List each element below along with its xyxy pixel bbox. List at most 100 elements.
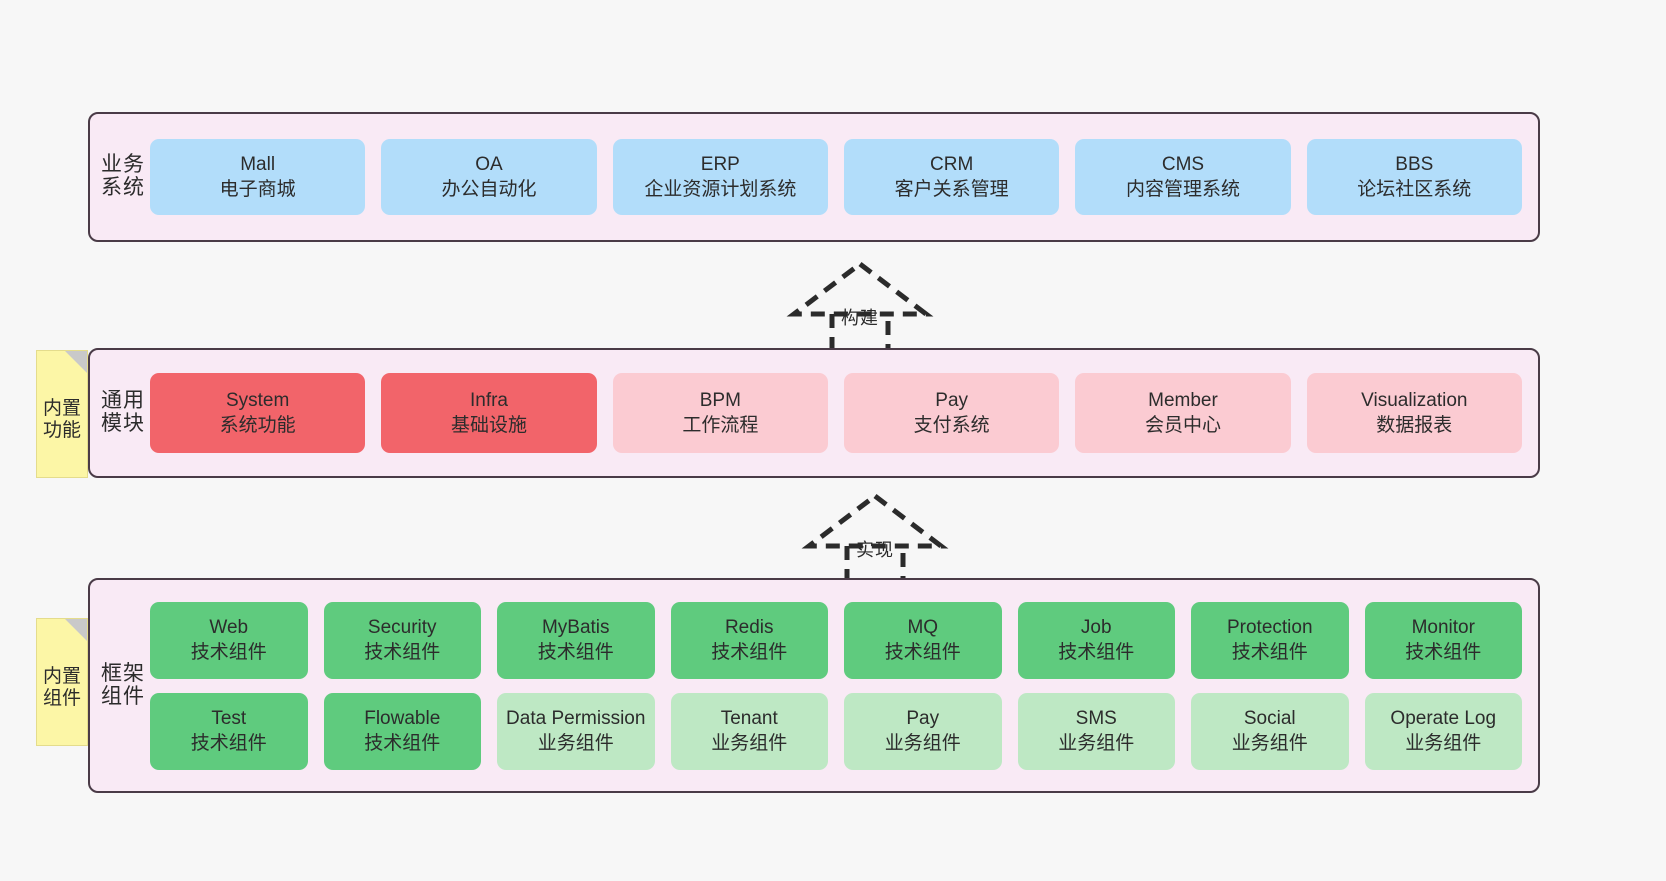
- arrowhead-triangle: [801, 492, 949, 549]
- card-subtitle: 企业资源计划系统: [644, 179, 797, 200]
- card-oa[interactable]: OA 办公自动化: [381, 139, 597, 215]
- card-subtitle: 支付系统: [913, 415, 990, 436]
- card-subtitle: 内容管理系统: [1125, 179, 1240, 200]
- card-subtitle: 技术组件: [1405, 642, 1482, 663]
- card-subtitle: 技术组件: [537, 642, 614, 663]
- card-mq[interactable]: MQ 技术组件: [844, 601, 1002, 679]
- card-row-common: System 系统功能 Infra 基础设施 BPM 工作流程 Pay 支付系统…: [150, 373, 1522, 453]
- card-sms[interactable]: SMS 业务组件: [1017, 692, 1175, 770]
- card-title: BBS: [1395, 153, 1434, 175]
- card-mall[interactable]: Mall 电子商城: [150, 139, 366, 215]
- layer-label-frame: 框架组件: [101, 661, 145, 708]
- card-title: BPM: [699, 389, 741, 411]
- card-row-frame-business: Test 技术组件 Flowable 技术组件 Data Permission …: [150, 692, 1522, 770]
- card-bbs[interactable]: BBS 论坛社区系统: [1306, 139, 1522, 215]
- card-title: Pay: [906, 707, 940, 729]
- sticky-label: 内置组件: [42, 665, 81, 709]
- card-subtitle: 技术组件: [884, 642, 961, 663]
- card-subtitle: 技术组件: [190, 642, 267, 663]
- card-title: Infra: [469, 389, 508, 411]
- layer-body-business: Mall 电子商城 OA 办公自动化 ERP 企业资源计划系统 CRM 客户关系…: [146, 114, 1538, 240]
- card-title: Test: [211, 707, 247, 729]
- card-redis[interactable]: Redis 技术组件: [670, 601, 828, 679]
- layer-framework-components: 框架组件 Web 技术组件 Security 技术组件 MyBatis 技术组件…: [88, 578, 1540, 793]
- card-mybatis[interactable]: MyBatis 技术组件: [497, 601, 655, 679]
- card-title: Protection: [1226, 616, 1313, 638]
- card-web[interactable]: Web 技术组件: [150, 601, 308, 679]
- card-subtitle: 业务组件: [711, 733, 788, 754]
- card-title: Visualization: [1361, 389, 1468, 411]
- card-title: Member: [1148, 389, 1218, 411]
- card-title: Job: [1080, 616, 1112, 638]
- card-subtitle: 技术组件: [1058, 642, 1135, 663]
- layer-label-business: 业务系统: [101, 153, 145, 199]
- card-subtitle: 数据报表: [1376, 415, 1453, 436]
- card-monitor[interactable]: Monitor 技术组件: [1364, 601, 1522, 679]
- card-cms[interactable]: CMS 内容管理系统: [1075, 139, 1291, 215]
- card-title: Monitor: [1411, 616, 1475, 638]
- sticky-note-builtin-features: 内置功能: [36, 350, 88, 478]
- card-title: Mall: [240, 153, 276, 175]
- card-pay-component[interactable]: Pay 业务组件: [844, 692, 1002, 770]
- connector-build-arrow: 构建: [760, 258, 960, 360]
- card-subtitle: 论坛社区系统: [1357, 179, 1472, 200]
- card-subtitle: 业务组件: [884, 733, 961, 754]
- card-crm[interactable]: CRM 客户关系管理: [843, 139, 1060, 215]
- sticky-note-builtin-components: 内置组件: [36, 618, 88, 746]
- connector-realize-arrow: 实现: [775, 490, 975, 592]
- card-subtitle: 技术组件: [364, 733, 441, 754]
- card-member[interactable]: Member 会员中心: [1075, 373, 1291, 453]
- card-title: MyBatis: [541, 616, 610, 638]
- connector-label-build: 构建: [841, 308, 879, 328]
- card-subtitle: 技术组件: [190, 733, 267, 754]
- card-subtitle: 客户关系管理: [894, 179, 1009, 200]
- card-subtitle: 业务组件: [1231, 733, 1308, 754]
- card-title: Flowable: [364, 707, 441, 729]
- card-title: MQ: [907, 616, 939, 638]
- card-title: Data Permission: [506, 707, 646, 729]
- card-flowable[interactable]: Flowable 技术组件: [323, 692, 481, 770]
- card-title: CMS: [1161, 153, 1205, 175]
- layer-business-systems: 业务系统 Mall 电子商城 OA 办公自动化 ERP 企业资源计划系统 CRM…: [88, 112, 1540, 242]
- card-bpm[interactable]: BPM 工作流程: [612, 373, 828, 453]
- card-subtitle: 办公自动化: [441, 179, 537, 200]
- card-title: CRM: [930, 153, 974, 175]
- card-infra[interactable]: Infra 基础设施: [381, 373, 597, 453]
- card-operate-log[interactable]: Operate Log 业务组件: [1364, 692, 1522, 770]
- card-title: Operate Log: [1390, 707, 1497, 729]
- layer-common-modules: 通用模块 System 系统功能 Infra 基础设施 BPM 工作流程 Pay…: [88, 348, 1540, 478]
- layer-label-common: 通用模块: [101, 389, 145, 435]
- card-title: Web: [209, 616, 249, 638]
- card-title: Security: [367, 616, 437, 638]
- card-row-frame-tech: Web 技术组件 Security 技术组件 MyBatis 技术组件 Redi…: [150, 601, 1522, 679]
- card-visualization[interactable]: Visualization 数据报表: [1306, 373, 1522, 453]
- card-data-permission[interactable]: Data Permission 业务组件: [497, 692, 655, 770]
- card-tenant[interactable]: Tenant 业务组件: [670, 692, 828, 770]
- card-title: ERP: [700, 153, 740, 175]
- card-subtitle: 技术组件: [1231, 642, 1308, 663]
- card-protection[interactable]: Protection 技术组件: [1191, 601, 1349, 679]
- card-title: System: [225, 389, 290, 411]
- card-title: Social: [1243, 707, 1296, 729]
- card-system[interactable]: System 系统功能: [150, 373, 366, 453]
- layer-body-frame: Web 技术组件 Security 技术组件 MyBatis 技术组件 Redi…: [146, 580, 1538, 791]
- card-security[interactable]: Security 技术组件: [323, 601, 481, 679]
- card-subtitle: 工作流程: [682, 415, 759, 436]
- card-pay-module[interactable]: Pay 支付系统: [843, 373, 1060, 453]
- card-subtitle: 会员中心: [1144, 415, 1221, 436]
- card-title: Tenant: [720, 707, 778, 729]
- card-subtitle: 技术组件: [364, 642, 441, 663]
- card-erp[interactable]: ERP 企业资源计划系统: [612, 139, 828, 215]
- sticky-fold-corner-icon: [65, 351, 87, 373]
- sticky-fold-corner-icon: [65, 619, 87, 641]
- card-subtitle: 基础设施: [450, 415, 527, 436]
- layer-body-common: System 系统功能 Infra 基础设施 BPM 工作流程 Pay 支付系统…: [146, 350, 1538, 476]
- card-subtitle: 业务组件: [537, 733, 614, 754]
- card-social[interactable]: Social 业务组件: [1191, 692, 1349, 770]
- card-test[interactable]: Test 技术组件: [150, 692, 308, 770]
- card-row-business: Mall 电子商城 OA 办公自动化 ERP 企业资源计划系统 CRM 客户关系…: [150, 139, 1522, 215]
- card-job[interactable]: Job 技术组件: [1017, 601, 1175, 679]
- sticky-label: 内置功能: [42, 397, 81, 441]
- card-title: SMS: [1075, 707, 1117, 729]
